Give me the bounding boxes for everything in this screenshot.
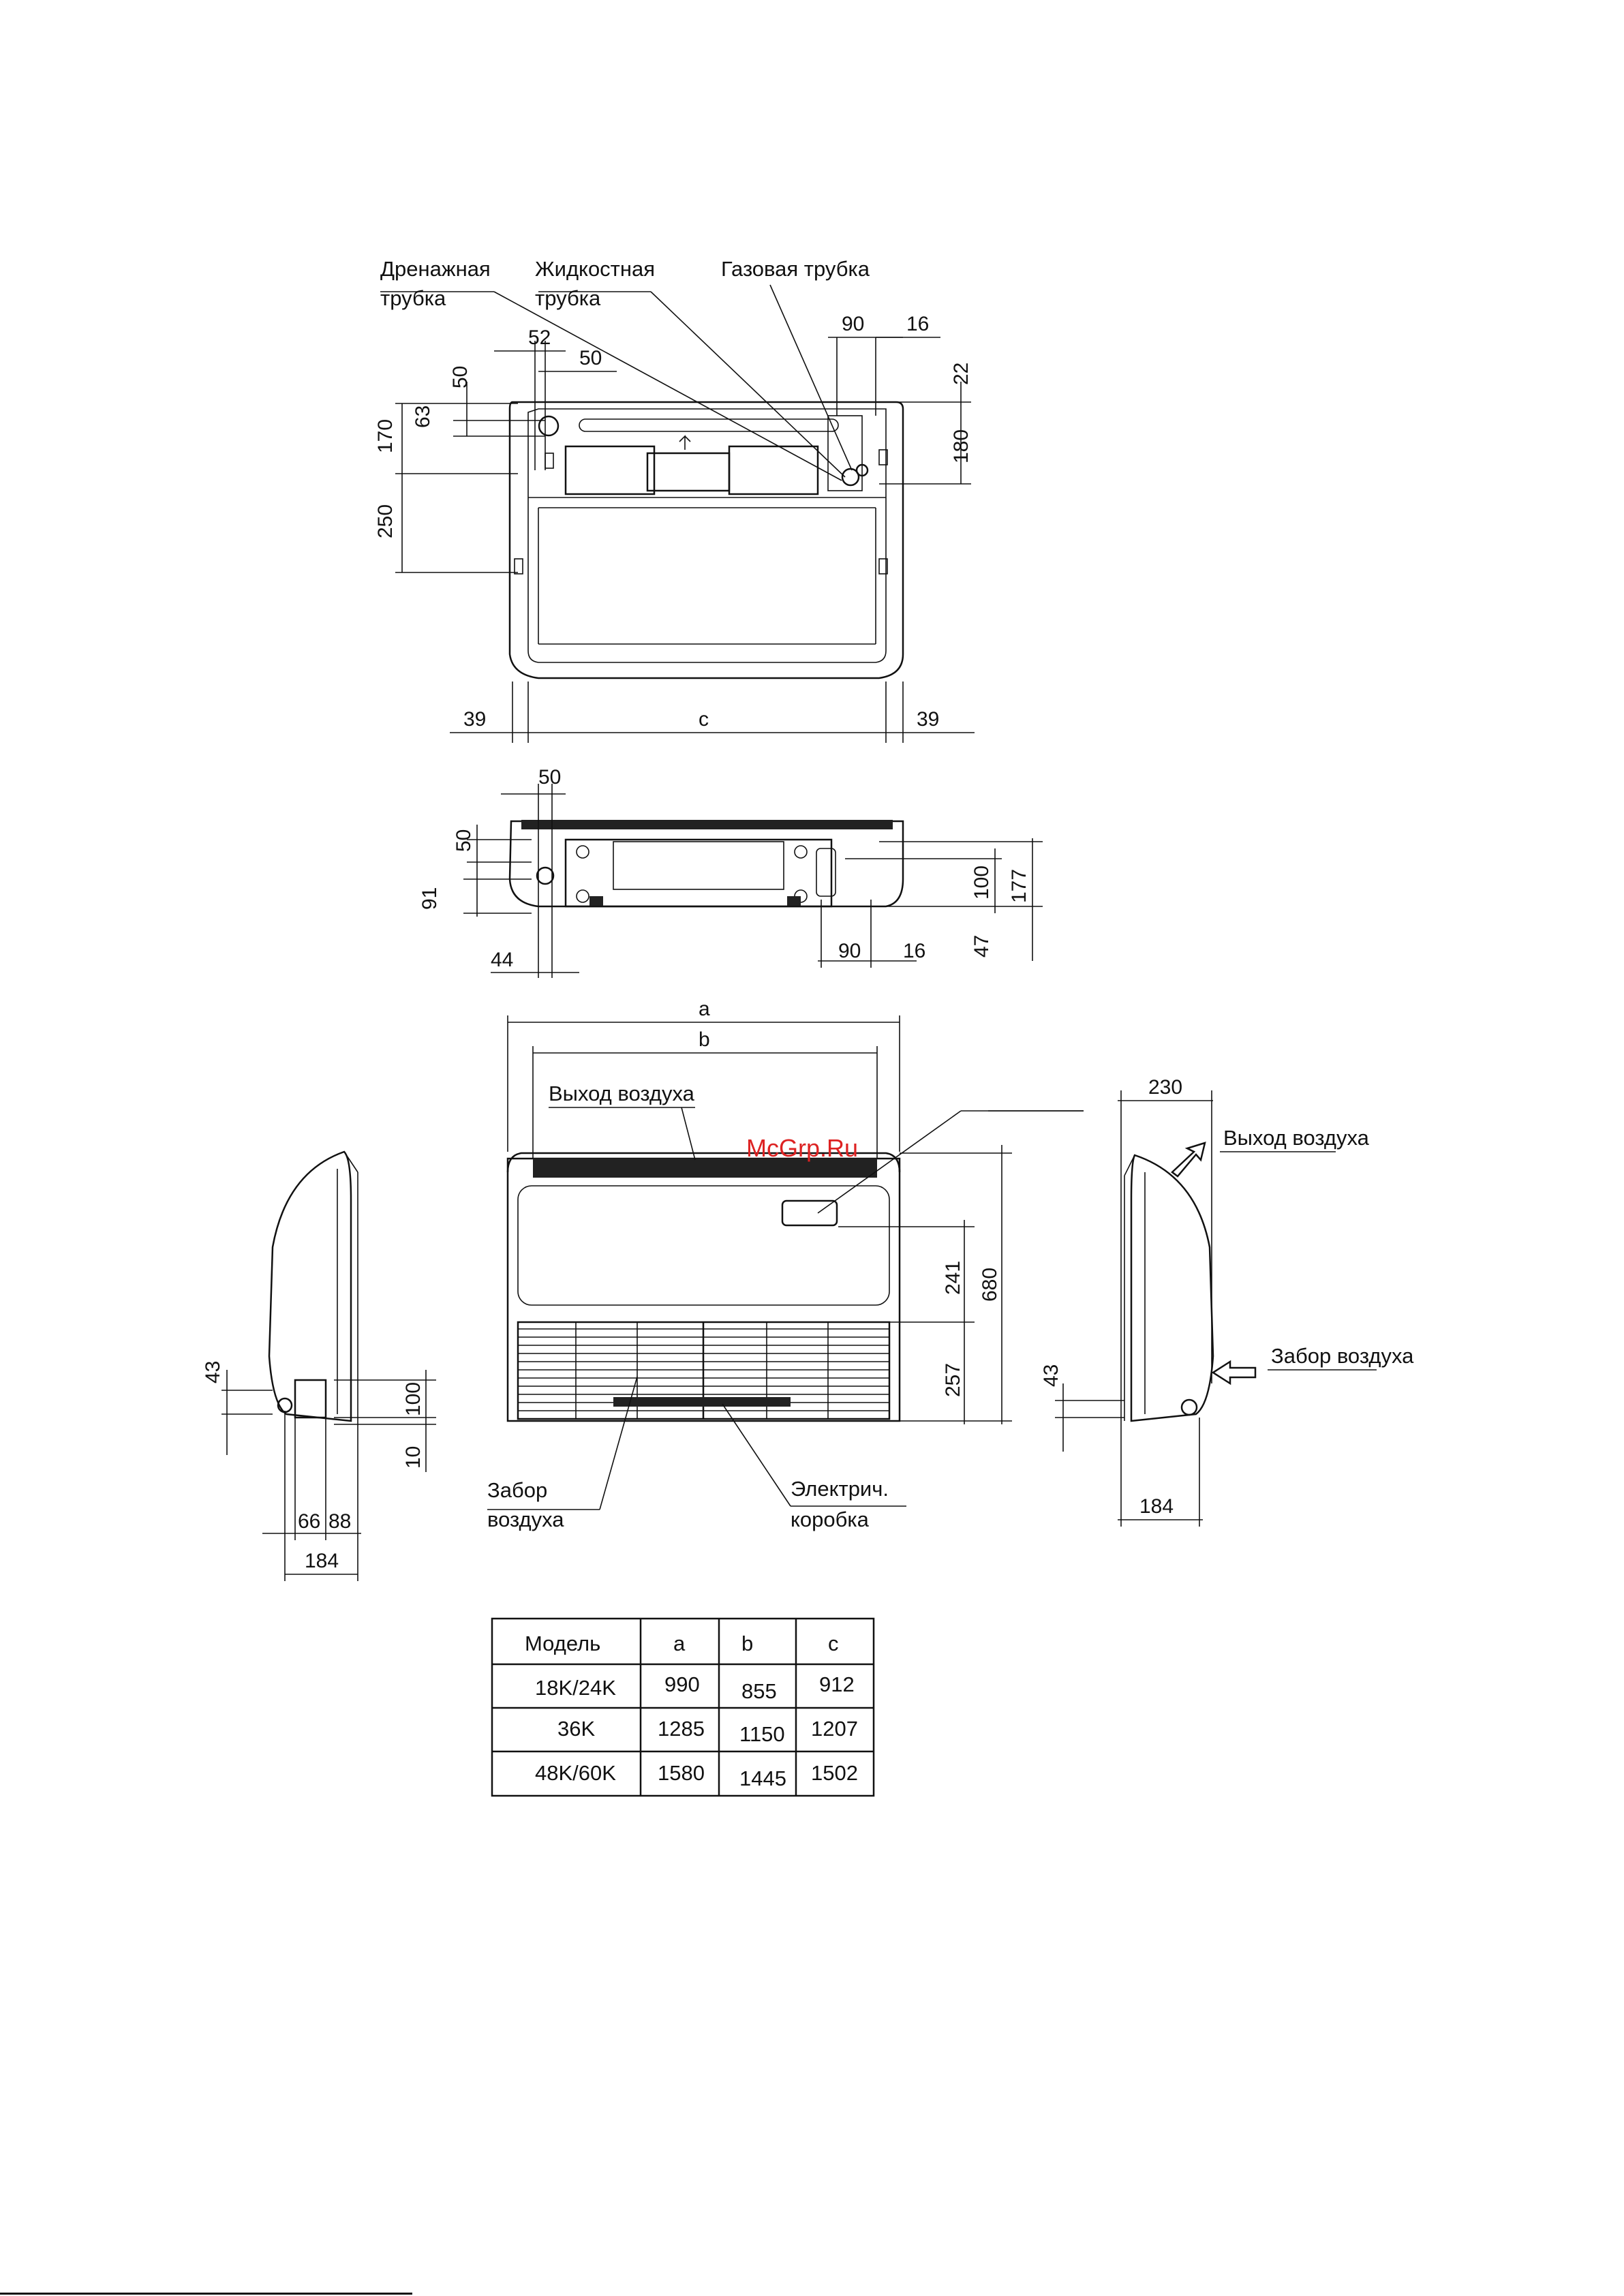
table-cell: 990 [664, 1672, 700, 1696]
dim-184-right: 184 [1139, 1495, 1174, 1518]
dim-a: a [699, 998, 710, 1020]
dim-90-mid: 90 [838, 940, 861, 962]
dim-43-left: 43 [202, 1361, 224, 1383]
right-side-view: 230 43 184 [988, 1076, 1377, 1527]
dim-88: 88 [328, 1510, 351, 1533]
dim-10-left: 10 [402, 1446, 425, 1469]
label-gas-pipe: Газовая трубка [721, 257, 870, 281]
table-cell: 48K/60K [535, 1761, 616, 1785]
table-cell: 1502 [811, 1761, 858, 1785]
dim-16-top: 16 [906, 313, 929, 335]
label-air-out-side: Выход воздуха [1223, 1126, 1370, 1150]
label-air-in-side: Забор воздуха [1271, 1344, 1414, 1368]
model-dimensions-table: Модель a b c 18K/24K 990 855 912 36K 128… [491, 1617, 875, 1797]
footer-rule [0, 2293, 412, 2295]
table-cell: 1207 [811, 1717, 858, 1741]
dim-63: 63 [412, 405, 434, 428]
dim-257: 257 [942, 1363, 964, 1397]
dim-180: 180 [950, 429, 972, 463]
left-side-view: 43 100 10 66 88 184 [202, 1150, 436, 1581]
dim-680: 680 [979, 1268, 1001, 1302]
table-cell: 1580 [658, 1761, 705, 1785]
dim-b: b [699, 1028, 710, 1051]
table-cell: 1445 [739, 1766, 786, 1790]
label-air-in-front-2: воздуха [487, 1507, 564, 1531]
dim-50a: 50 [579, 347, 602, 369]
top-view: 52 50 50 63 170 250 90 16 22 180 39 c 39 [374, 284, 975, 743]
dim-43-right: 43 [1040, 1364, 1062, 1387]
dim-100-mid: 100 [970, 866, 993, 900]
dim-39-left: 39 [463, 708, 486, 731]
table-header-b: b [741, 1632, 753, 1655]
dim-177: 177 [1008, 869, 1030, 903]
dim-50-top: 50 [538, 766, 561, 789]
dim-184-left: 184 [305, 1550, 339, 1572]
table-header-a: a [673, 1632, 686, 1655]
label-air-out-front: Выход воздуха [549, 1082, 695, 1105]
label-air-in-front-1: Забор [487, 1478, 547, 1502]
label-drain-pipe-2: трубка [380, 286, 446, 310]
dim-c: c [699, 708, 709, 731]
dim-230: 230 [1148, 1076, 1182, 1099]
table-cell: 912 [819, 1672, 855, 1696]
dim-170: 170 [374, 419, 397, 453]
dim-50-side: 50 [453, 829, 475, 852]
watermark: McGrp.Ru [746, 1134, 858, 1162]
label-liquid-pipe-2: трубка [535, 286, 601, 310]
dim-100-left: 100 [402, 1382, 425, 1416]
dim-91: 91 [418, 887, 441, 910]
dim-66: 66 [298, 1510, 320, 1533]
table-header-c: c [828, 1632, 839, 1655]
rear-view: 50 50 91 44 100 177 47 90 16 [418, 766, 1043, 978]
label-elec-box-1: Электрич. [791, 1477, 889, 1501]
table-cell: 1150 [739, 1722, 785, 1746]
dim-39-right: 39 [917, 708, 939, 731]
dim-241: 241 [942, 1261, 964, 1295]
front-view: a b 241 680 257 [487, 998, 1084, 1510]
table-cell: 855 [741, 1679, 777, 1703]
dim-50b: 50 [449, 366, 472, 388]
dim-52: 52 [528, 326, 551, 349]
label-drain-pipe-1: Дренажная [380, 257, 491, 281]
table-header-model: Модель [525, 1632, 600, 1655]
dim-250: 250 [374, 504, 397, 538]
dim-90-top: 90 [842, 313, 864, 335]
table-cell: 18K/24K [535, 1676, 616, 1700]
dim-22: 22 [950, 363, 972, 385]
label-liquid-pipe-1: Жидкостная [535, 257, 655, 281]
table-cell: 36K [557, 1717, 595, 1741]
table-cell: 1285 [658, 1717, 705, 1741]
label-elec-box-2: коробка [791, 1507, 870, 1531]
dim-16-mid: 16 [903, 940, 925, 962]
dim-47: 47 [970, 935, 993, 958]
dim-44: 44 [491, 949, 513, 971]
